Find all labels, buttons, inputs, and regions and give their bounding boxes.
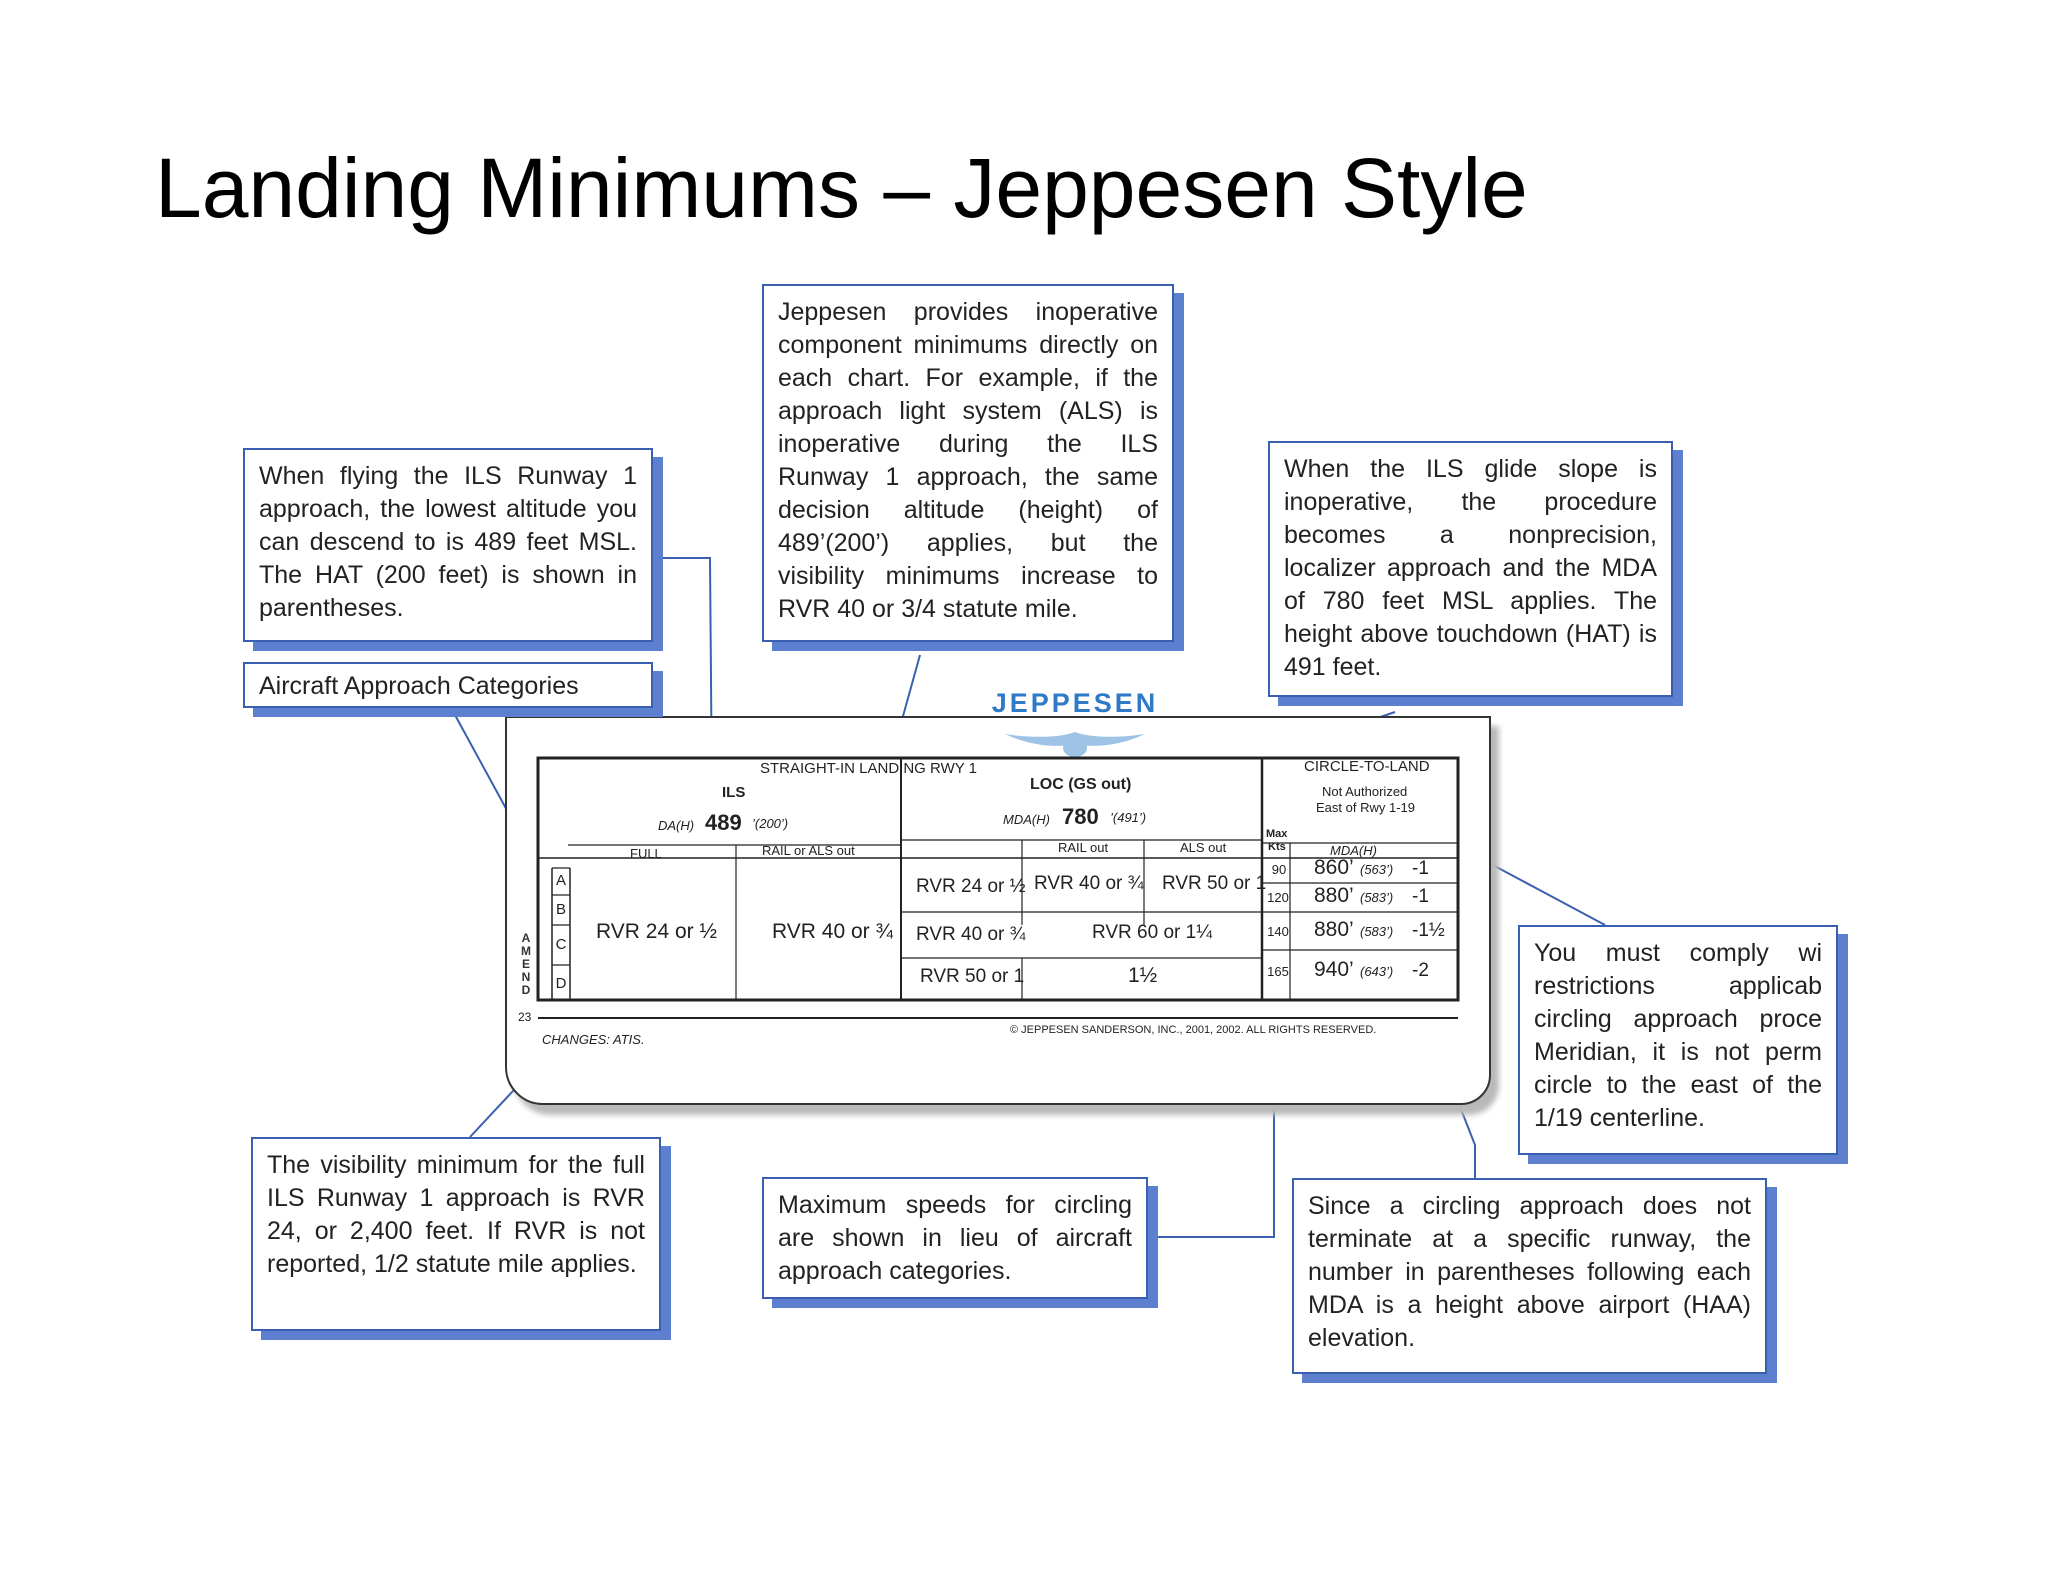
circling-visibility: -1½ bbox=[1412, 920, 1445, 941]
max-kts-label-2: Kts bbox=[1268, 841, 1286, 853]
loc-ab-rail-out-minimum: RVR 40 or ¾ bbox=[1034, 873, 1144, 894]
mda-height: ’(491’) bbox=[1110, 810, 1147, 825]
circle-to-land-header: CIRCLE-TO-LAND bbox=[1304, 758, 1430, 775]
als-out-header: ALS out bbox=[1180, 840, 1227, 855]
not-authorized-line2: East of Rwy 1-19 bbox=[1316, 800, 1415, 815]
category-a: A bbox=[555, 872, 566, 889]
callout-glide-slope-inoperative: When the ILS glide slope is inoperative,… bbox=[1268, 441, 1673, 697]
callout-aircraft-approach-categories: Aircraft Approach Categories bbox=[243, 662, 653, 708]
circling-visibility: -1 bbox=[1412, 858, 1429, 879]
loc-header: LOC (GS out) bbox=[1030, 776, 1132, 793]
circling-visibility: -2 bbox=[1412, 960, 1429, 981]
jeppesen-wings-icon bbox=[1005, 732, 1145, 757]
category-c: C bbox=[555, 936, 567, 953]
da-value: 489 bbox=[705, 810, 742, 835]
page-title: Landing Minimums – Jeppesen Style bbox=[155, 141, 1528, 235]
straight-in-header: STRAIGHT-IN LANDING RWY 1 bbox=[760, 760, 977, 777]
callout-circling-restrictions: You must comply wi restrictions applicab… bbox=[1518, 925, 1838, 1155]
da-height: ’(200’) bbox=[752, 816, 789, 831]
circling-mda: 860’ bbox=[1314, 856, 1354, 879]
ils-full-minimum: RVR 24 or ½ bbox=[596, 920, 718, 943]
rail-out-header: RAIL out bbox=[1058, 840, 1109, 855]
circling-mda-label: MDA(H) bbox=[1330, 843, 1377, 858]
ils-rail-als-out-minimum: RVR 40 or ¾ bbox=[772, 920, 894, 943]
circling-mda: 880’ bbox=[1314, 884, 1354, 907]
changes-note: CHANGES: ATIS. bbox=[542, 1032, 645, 1047]
circling-haa: (643’) bbox=[1360, 964, 1394, 979]
copyright-note: © JEPPESEN SANDERSON, INC., 2001, 2002. … bbox=[1010, 1024, 1377, 1036]
mda-label: MDA(H) bbox=[1003, 812, 1050, 827]
callout-ils-decision-altitude: When flying the ILS Runway 1 approach, t… bbox=[243, 448, 653, 642]
loc-c-full-minimum: RVR 40 or ¾ bbox=[916, 924, 1026, 945]
circling-visibility: -1 bbox=[1412, 886, 1429, 907]
full-header: FULL bbox=[630, 846, 662, 861]
loc-ab-full-minimum: RVR 24 or ½ bbox=[916, 876, 1026, 897]
loc-d-other-minimum: 1½ bbox=[1128, 964, 1158, 987]
circling-kts: 140 bbox=[1267, 924, 1289, 939]
category-b: B bbox=[555, 901, 566, 918]
circling-kts: 165 bbox=[1267, 964, 1289, 979]
jeppesen-logo: JEPPESEN bbox=[991, 688, 1159, 718]
loc-ab-als-out-minimum: RVR 50 or 1 bbox=[1162, 873, 1267, 894]
circling-haa: (563’) bbox=[1360, 862, 1394, 877]
callout-maximum-speeds: Maximum speeds for circling are shown in… bbox=[762, 1177, 1148, 1299]
circling-kts: 90 bbox=[1271, 862, 1287, 877]
amendment-number: 23 bbox=[518, 1010, 532, 1024]
circling-mda: 880’ bbox=[1314, 918, 1354, 941]
minimums-chart-card bbox=[505, 716, 1491, 1105]
ils-header: ILS bbox=[722, 784, 746, 801]
mda-value: 780 bbox=[1062, 804, 1099, 829]
circling-haa: (583’) bbox=[1360, 890, 1394, 905]
circling-kts: 120 bbox=[1267, 890, 1289, 905]
circling-mda: 940’ bbox=[1314, 958, 1354, 981]
not-authorized-line1: Not Authorized bbox=[1322, 784, 1408, 799]
loc-c-other-minimum: RVR 60 or 1¼ bbox=[1092, 922, 1213, 943]
loc-d-full-minimum: RVR 50 or 1 bbox=[920, 966, 1025, 987]
max-kts-label-1: Max bbox=[1266, 828, 1288, 840]
callout-height-above-airport: Since a circling approach does not termi… bbox=[1292, 1178, 1767, 1374]
rail-als-out-header: RAIL or ALS out bbox=[762, 843, 855, 858]
callout-inoperative-components: Jeppesen provides inoperative component … bbox=[762, 284, 1174, 642]
callout-visibility-minimum: The visibility minimum for the full ILS … bbox=[251, 1137, 661, 1331]
circling-haa: (583’) bbox=[1360, 924, 1394, 939]
category-d: D bbox=[555, 975, 567, 992]
da-label: DA(H) bbox=[658, 818, 695, 833]
